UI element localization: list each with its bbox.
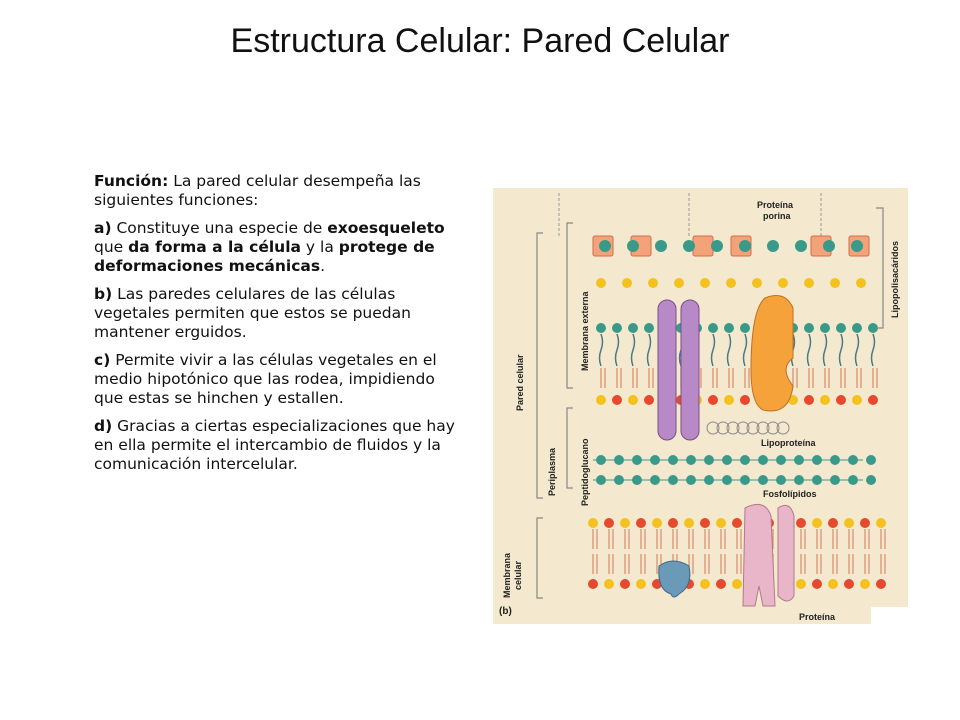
paragraph-run: La pared celular desempeña las siguiente… (94, 172, 421, 209)
paragraph-run: da forma a la célula (128, 238, 301, 256)
label-lipopolisacaridos: Lipopolisacáridos (890, 241, 900, 318)
label-proteina: Proteína (799, 612, 836, 622)
label-proteina-porina-2: porina (763, 211, 791, 221)
paragraph-2: b) Las paredes celulares de las células … (94, 285, 466, 342)
paragraph-run: c) (94, 351, 111, 369)
paragraph-run: Las paredes celulares de las células veg… (94, 285, 411, 341)
label-membrana-externa: Membrana externa (580, 290, 590, 371)
paragraph-run: . (320, 257, 326, 275)
paragraph-run: exoesqueleto (327, 219, 445, 237)
label-panel-b: (b) (499, 606, 512, 617)
page-title: Estructura Celular: Pared Celular (230, 22, 730, 60)
label-fosfolipidos: Fosfolípidos (763, 489, 817, 499)
paragraph-4: d) Gracias a ciertas especializaciones q… (94, 417, 466, 474)
paragraph-run: b) (94, 285, 113, 303)
paragraph-run: protege de deformaciones mecánicas (94, 238, 435, 275)
paragraph-run: que (94, 238, 129, 256)
paragraph-run: y la (300, 238, 339, 256)
paragraph-run: d) (94, 417, 113, 435)
label-peptidoglucano: Peptidoglucano (580, 438, 590, 506)
paragraph-1: a) Constituye una especie de exoesquelet… (94, 219, 466, 276)
label-periplasma: Periplasma (547, 447, 557, 496)
paragraph-run: Función: (94, 172, 169, 190)
label-membrana-celular-1: Membrana (502, 552, 512, 598)
paragraph-run: Permite vivir a las células vegetales en… (94, 351, 437, 407)
cell-wall-diagram: Proteína porina Lipopolisacáridos Membra… (493, 188, 908, 624)
label-membrana-celular-2: celular (513, 560, 523, 590)
label-proteina-porina-1: Proteína (757, 200, 794, 210)
body-text: Función: La pared celular desempeña las … (94, 172, 466, 483)
label-lipoproteina: Lipoproteína (761, 438, 816, 448)
paragraph-0: Función: La pared celular desempeña las … (94, 172, 466, 210)
paragraph-run: Gracias a ciertas especializaciones que … (94, 417, 455, 473)
paragraph-run: Constituye una especie de (111, 219, 328, 237)
paragraph-3: c) Permite vivir a las células vegetales… (94, 351, 466, 408)
label-pared-celular: Pared celular (515, 354, 525, 411)
paragraph-run: a) (94, 219, 112, 237)
